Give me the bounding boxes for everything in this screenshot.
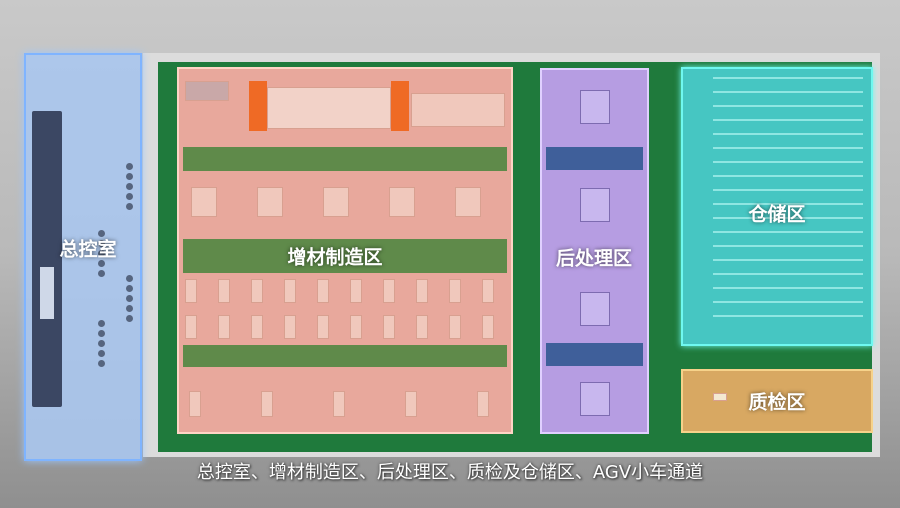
seat [126, 203, 133, 210]
seat [98, 330, 105, 337]
printer-gantry [249, 81, 267, 131]
printer [191, 187, 217, 217]
seat [126, 193, 133, 200]
printer-small [218, 315, 230, 339]
printer-small [482, 279, 494, 303]
storage-rack [713, 217, 863, 219]
quality-inspection-label: 质检区 [748, 391, 806, 414]
storage-rack [713, 91, 863, 93]
seat [126, 173, 133, 180]
storage-rack [713, 231, 863, 233]
printer-small [416, 279, 428, 303]
post-machine [580, 188, 610, 222]
printer-small [251, 279, 263, 303]
aisle [183, 239, 507, 273]
aisle [546, 343, 643, 366]
printer-small [449, 315, 461, 339]
printer-small [333, 391, 345, 417]
storage-rack [713, 119, 863, 121]
storage-rack [713, 189, 863, 191]
printer-small [251, 315, 263, 339]
control-console [32, 111, 62, 407]
storage-rack [713, 245, 863, 247]
seat [98, 250, 105, 257]
printer-small [185, 279, 197, 303]
printer-small [383, 279, 395, 303]
seat [126, 285, 133, 292]
control-room-zone[interactable] [24, 53, 142, 461]
printer-small [317, 315, 329, 339]
seat [126, 163, 133, 170]
seat [98, 320, 105, 327]
printer-small [477, 391, 489, 417]
storage-rack [713, 105, 863, 107]
seat [126, 275, 133, 282]
printer-small [416, 315, 428, 339]
seat [126, 295, 133, 302]
printer-small [218, 279, 230, 303]
printer [455, 187, 481, 217]
storage-rack [713, 259, 863, 261]
printer-small [350, 279, 362, 303]
printer-small [383, 315, 395, 339]
printer-bed [411, 93, 505, 127]
inspection-device [713, 393, 727, 401]
printer [257, 187, 283, 217]
additive-manufacturing-label: 增材制造区 [287, 246, 383, 269]
printer-small [284, 315, 296, 339]
post-processing-zone[interactable] [540, 68, 649, 434]
printer-small [189, 391, 201, 417]
printer-small [261, 391, 273, 417]
seat [98, 350, 105, 357]
storage-rack [713, 203, 863, 205]
control-room-label: 总控室 [59, 238, 117, 261]
seat [98, 360, 105, 367]
storage-rack [713, 77, 863, 79]
printer-small [405, 391, 417, 417]
aisle [183, 345, 507, 367]
storage-rack [713, 161, 863, 163]
seat [98, 340, 105, 347]
caption: 总控室、增材制造区、后处理区、质检及仓储区、AGV小车通道 [196, 462, 704, 483]
printer-small [482, 315, 494, 339]
additive-manufacturing-zone[interactable] [177, 67, 513, 434]
printer-small [449, 279, 461, 303]
storage-rack [713, 287, 863, 289]
seat [98, 270, 105, 277]
cabinet [185, 81, 229, 101]
post-machine [580, 382, 610, 416]
storage-zone[interactable] [681, 67, 873, 346]
seat [98, 260, 105, 267]
seat [98, 240, 105, 247]
aisle [546, 147, 643, 170]
storage-rack [713, 301, 863, 303]
storage-rack [713, 315, 863, 317]
printer-gantry [391, 81, 409, 131]
storage-label: 仓储区 [748, 203, 806, 226]
storage-rack [713, 175, 863, 177]
post-processing-label: 后处理区 [555, 247, 633, 270]
console-screen [40, 267, 54, 319]
seat [126, 315, 133, 322]
post-machine [580, 292, 610, 326]
seat [98, 230, 105, 237]
large-printer [267, 87, 391, 129]
storage-rack [713, 147, 863, 149]
seat [126, 183, 133, 190]
printer-small [350, 315, 362, 339]
printer-small [185, 315, 197, 339]
printer-small [284, 279, 296, 303]
aisle [183, 147, 507, 171]
printer [323, 187, 349, 217]
storage-rack [713, 133, 863, 135]
quality-inspection-zone[interactable] [681, 369, 873, 433]
post-machine [580, 90, 610, 124]
printer-small [317, 279, 329, 303]
seat [126, 305, 133, 312]
printer [389, 187, 415, 217]
storage-rack [713, 273, 863, 275]
